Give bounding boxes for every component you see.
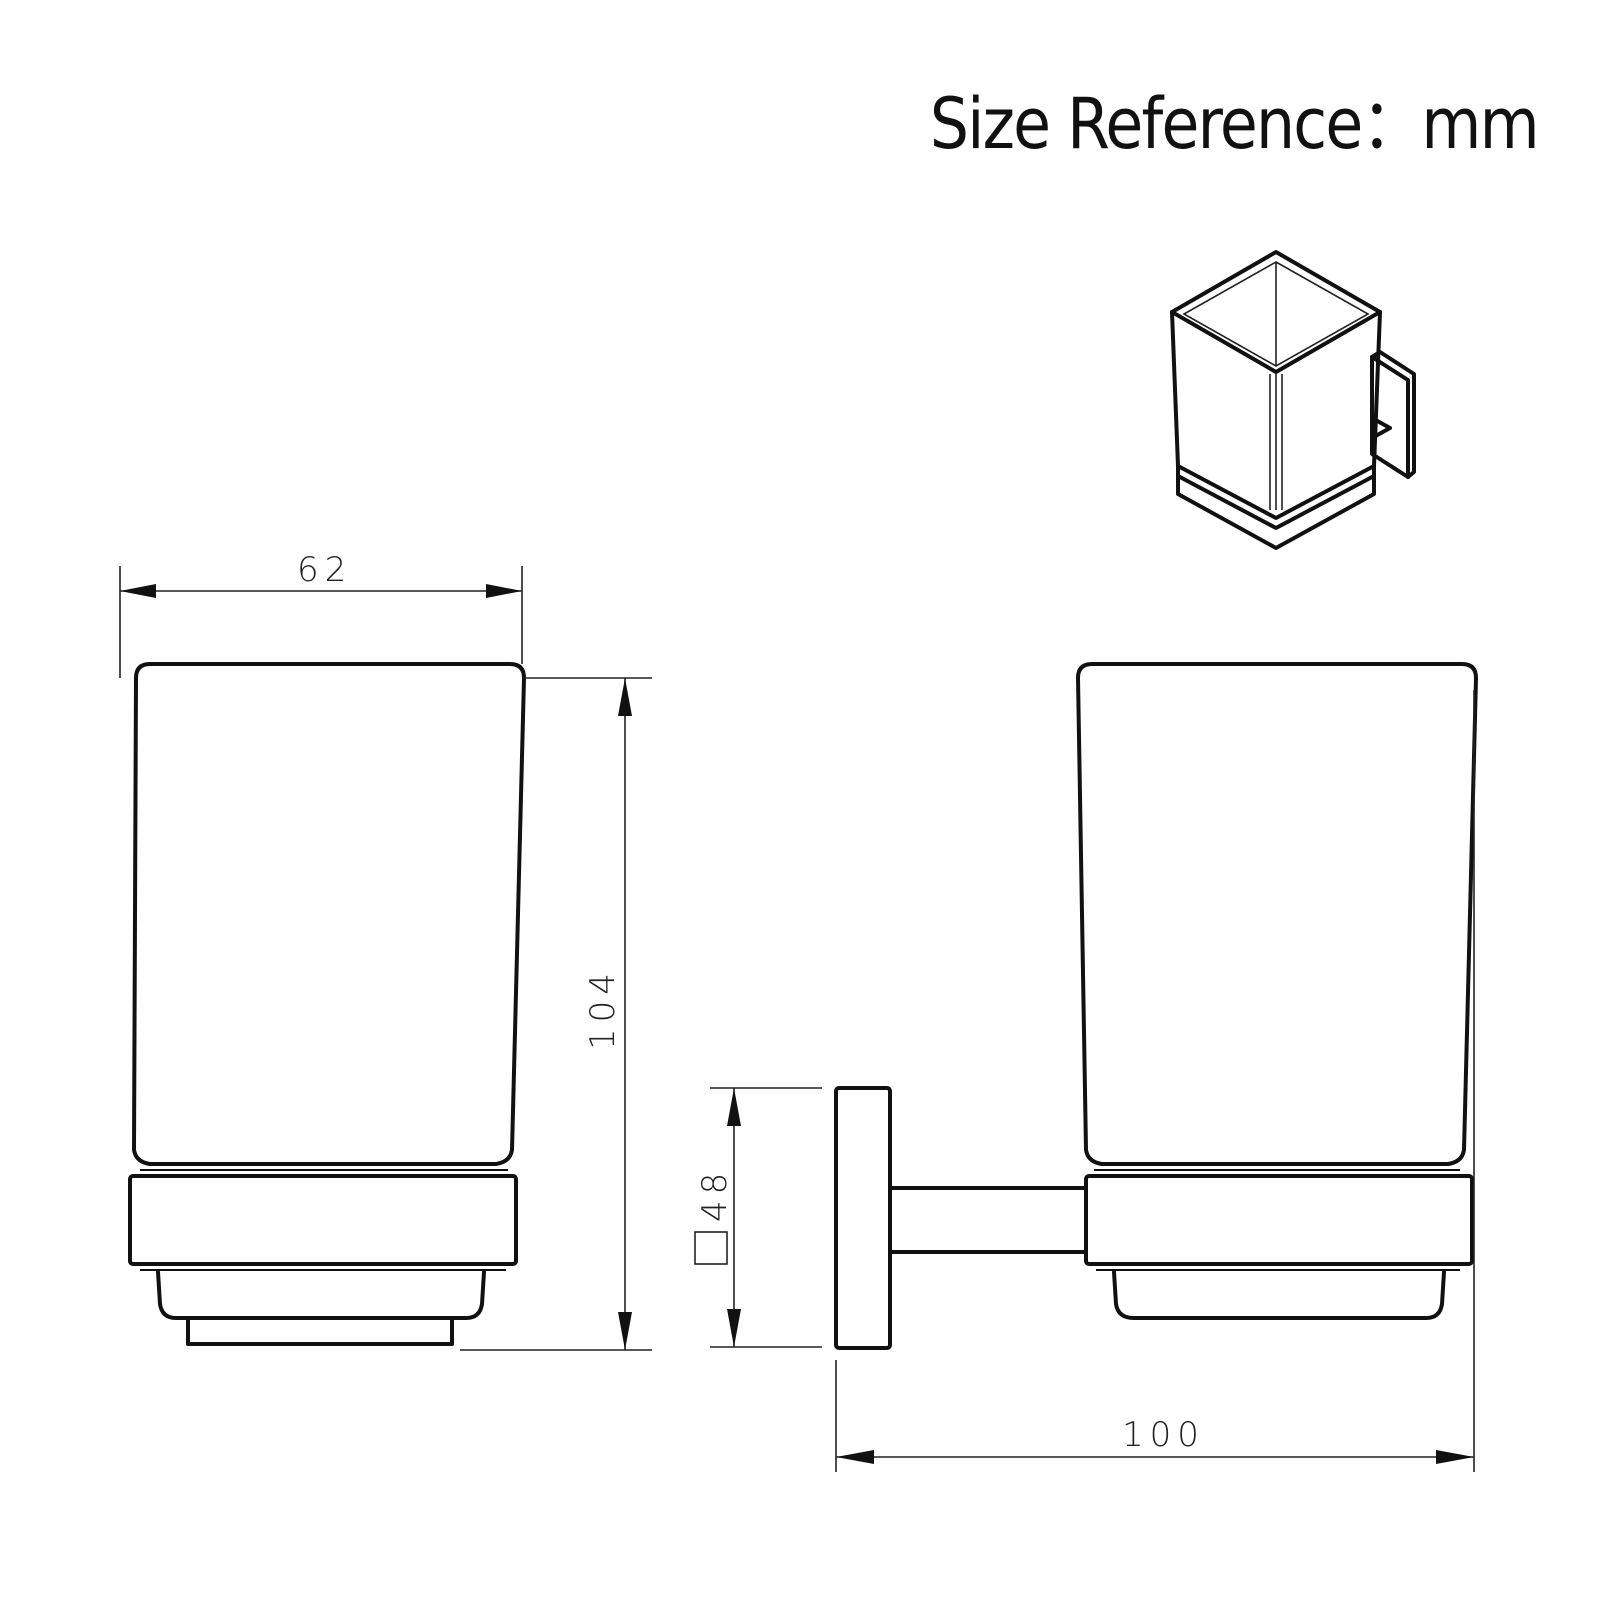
unit-text: mm (1421, 83, 1539, 165)
iso-cup (1170, 250, 1382, 550)
dim-label-104: 104 (583, 967, 623, 1050)
page-title: Size Reference：mm (930, 68, 1540, 169)
dimension-cup-width: 62 (119, 550, 523, 678)
dimension-projection: 100 (835, 690, 1475, 1472)
side-holder-ring (1084, 1174, 1474, 1266)
dim-label-100: 100 (1122, 1415, 1205, 1455)
dim-label-48: 48 (695, 1167, 735, 1222)
dimension-wall-plate: 48 (694, 1087, 822, 1348)
front-holder-ring (128, 1174, 518, 1266)
title-text: Size Reference： (930, 83, 1423, 165)
front-cup-glass (132, 662, 526, 1166)
dim-label-62: 62 (297, 550, 352, 590)
isometric-view (1170, 250, 1416, 550)
dimension-total-height: 104 (460, 677, 652, 1351)
side-cup-glass (1076, 662, 1478, 1166)
square-symbol-icon (694, 1231, 728, 1265)
side-wall-plate (834, 1086, 892, 1350)
side-view (834, 662, 1478, 1350)
front-view (128, 662, 526, 1346)
